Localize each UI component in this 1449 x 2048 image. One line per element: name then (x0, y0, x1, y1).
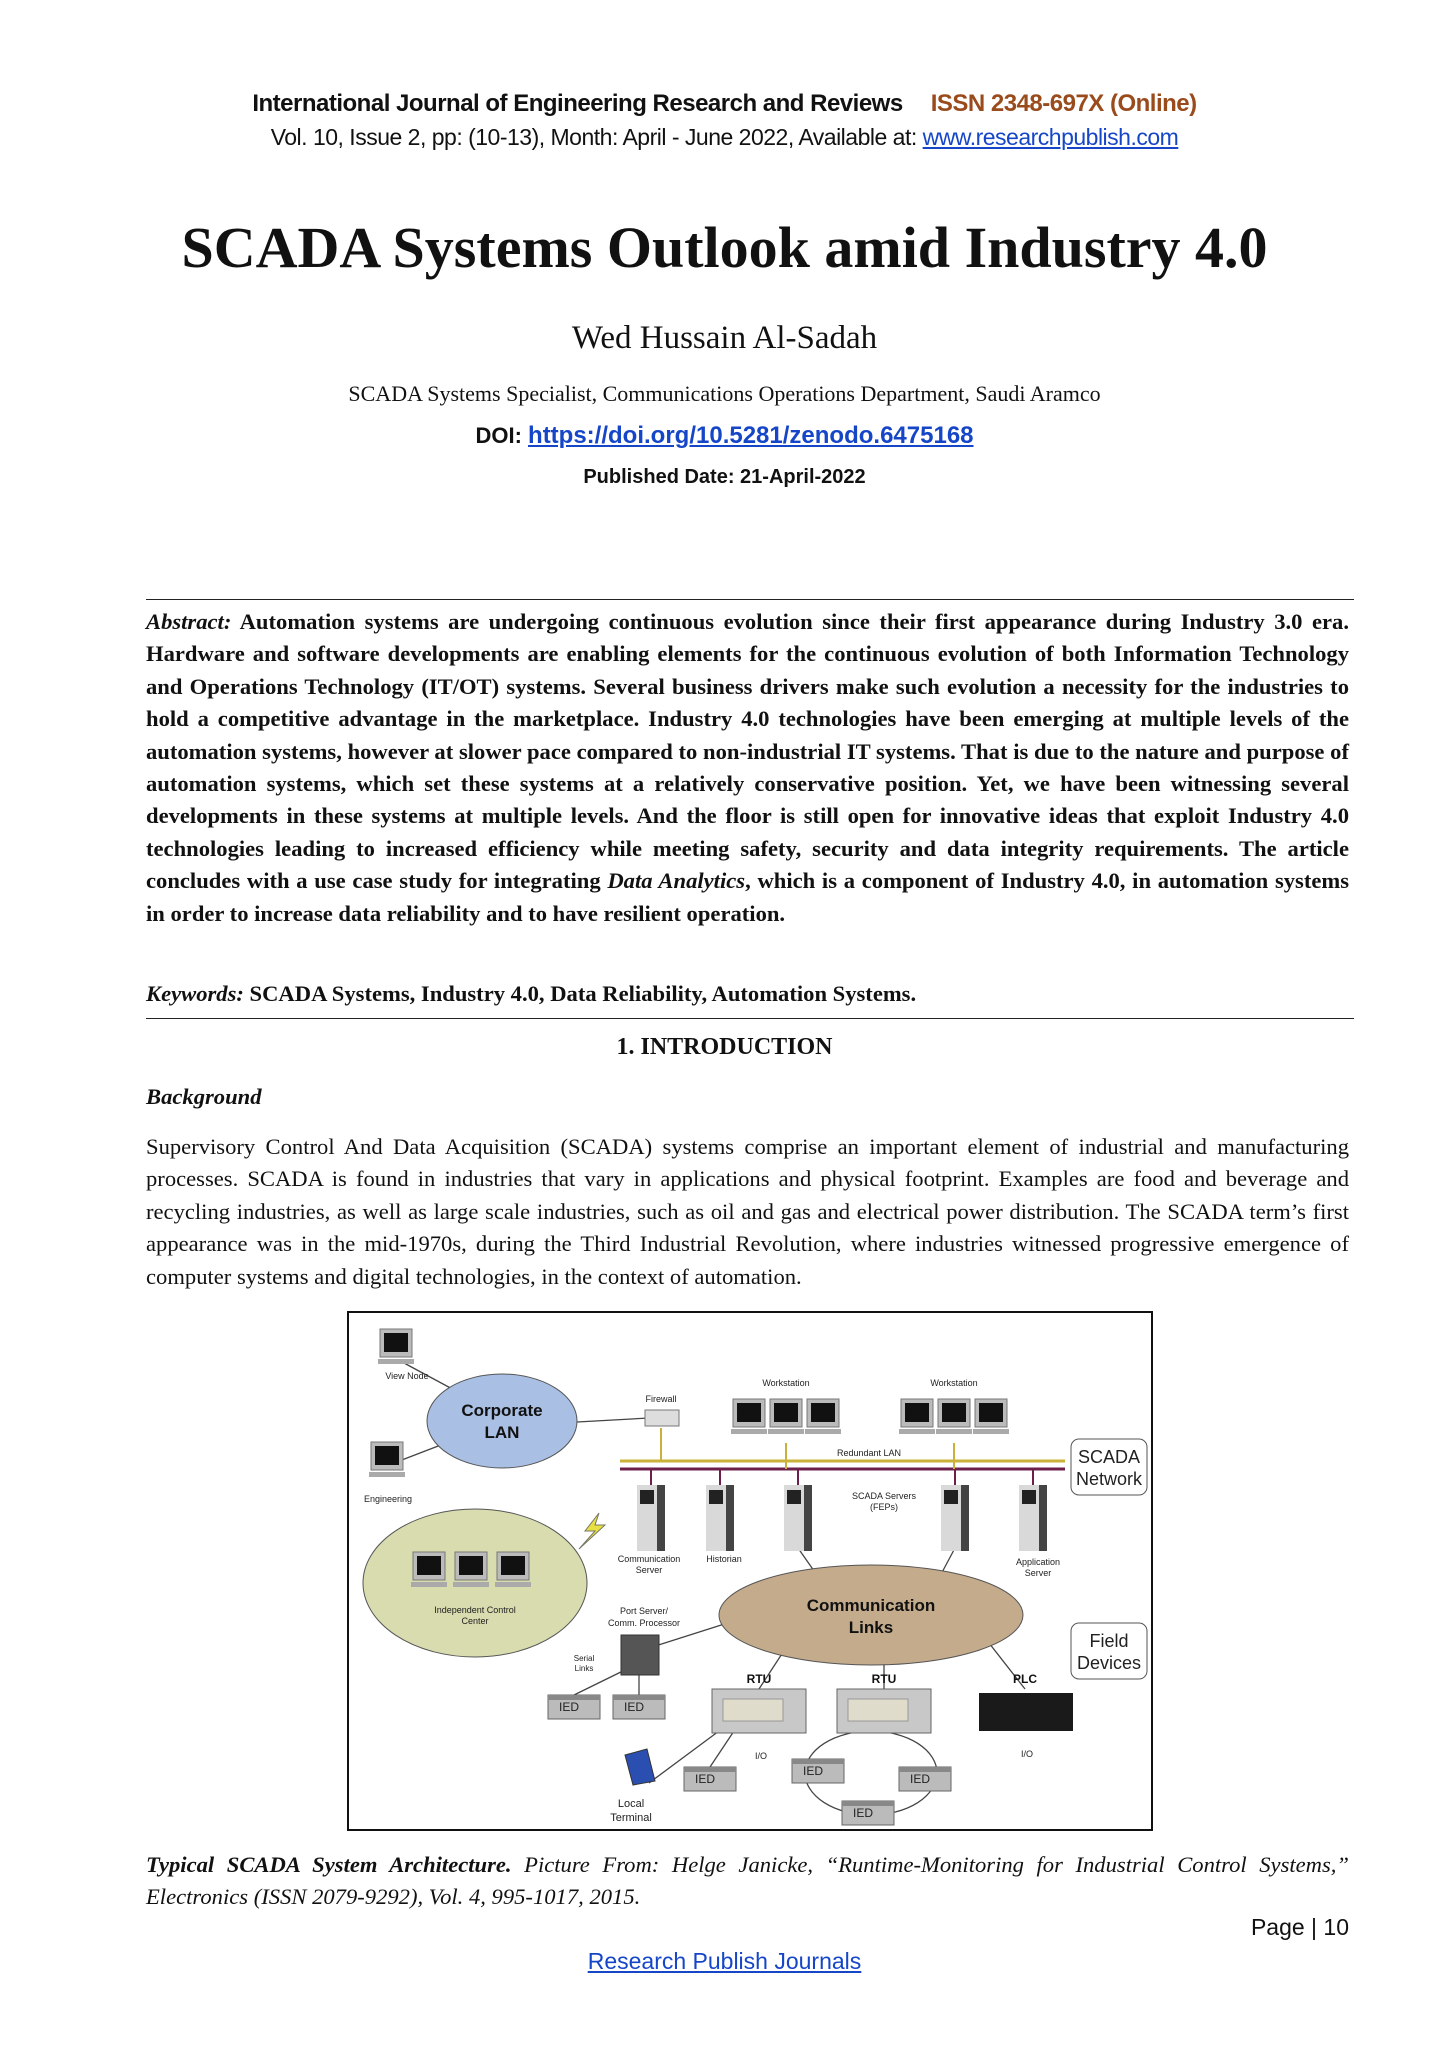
doi-label: DOI: (475, 423, 529, 448)
subsection-heading: Background (146, 1084, 262, 1109)
issue-info: Vol. 10, Issue 2, pp: (10-13), Month: Ap… (0, 124, 1449, 151)
historian-server-icon (706, 1485, 734, 1551)
caption-title: Typical SCADA System Architecture. (146, 1852, 512, 1877)
scada-servers-label: SCADA Servers (852, 1491, 917, 1501)
abstract: Abstract: Automation systems are undergo… (146, 606, 1349, 930)
scada-network-label: SCADA (1078, 1447, 1140, 1467)
website-link[interactable]: www.researchpublish.com (922, 124, 1179, 150)
communication-links-cloud (718, 1564, 1024, 1666)
rtu-label: RTU (747, 1672, 772, 1686)
wireless-link-icon (578, 1512, 607, 1550)
keywords-label: Keywords: (146, 981, 244, 1006)
ied-label: IED (624, 1700, 644, 1714)
communication-links-label: Communication (807, 1596, 935, 1615)
scada-server-icon (941, 1485, 969, 1551)
historian-label: Historian (706, 1554, 742, 1564)
view-node-icon (377, 1328, 415, 1365)
figure-caption: Typical SCADA System Architecture. Pictu… (146, 1849, 1349, 1914)
keywords-text: SCADA Systems, Industry 4.0, Data Reliab… (243, 981, 917, 1006)
engineering-label: Engineering (364, 1494, 412, 1504)
keywords: Keywords: SCADA Systems, Industry 4.0, D… (146, 978, 1349, 1010)
intro-paragraph: Supervisory Control And Data Acquisition… (146, 1134, 1349, 1289)
divider (146, 1018, 1354, 1019)
issue-text: Vol. 10, Issue 2, pp: (10-13), Month: Ap… (270, 124, 923, 150)
scada-server-icon (784, 1485, 812, 1551)
scada-architecture-figure: IED IED IED IED IED IED View Node Engineering… (347, 1311, 1153, 1831)
local-terminal-label: Local (618, 1798, 644, 1810)
application-server-icon (1019, 1485, 1047, 1551)
corporate-lan-label: LAN (485, 1423, 520, 1442)
architecture-diagram: IED IED IED IED IED IED View Node Engineering… (362, 1328, 1148, 1826)
workstation-icon (730, 1398, 842, 1435)
affiliation: SCADA Systems Specialist, Communications… (348, 381, 1101, 406)
abstract-emphasis: Data Analytics (607, 868, 746, 894)
rtu-icon (711, 1688, 807, 1734)
scada-network-box (1070, 1438, 1148, 1496)
ied-label: IED (853, 1806, 873, 1820)
firewall-icon (644, 1409, 680, 1427)
author: Wed Hussain Al-Sadah (571, 320, 878, 356)
page-number: Page | 10 (1250, 1914, 1349, 1940)
ied-label: IED (803, 1764, 823, 1778)
footer: Research Publish Journals (0, 1948, 1449, 1975)
communication-server-label: Server (636, 1565, 663, 1575)
workstation-icon (898, 1398, 1010, 1435)
workstation-label: Workstation (762, 1378, 809, 1388)
port-server-label: Comm. Processor (608, 1618, 680, 1628)
corporate-lan-label: Corporate (461, 1401, 542, 1420)
serial-links-label: Serial (574, 1654, 595, 1663)
plc-icon (979, 1693, 1073, 1731)
paper-title: SCADA Systems Outlook amid Industry 4.0 (181, 215, 1268, 280)
doi: DOI: https://doi.org/10.5281/zenodo.6475… (0, 422, 1449, 450)
port-server-icon (620, 1634, 660, 1676)
workstation-label: Workstation (930, 1378, 977, 1388)
redundant-lan-label: Redundant LAN (837, 1448, 901, 1458)
serial-links-label: Links (575, 1664, 594, 1673)
abstract-text-end: , which is a component of Industry 4.0, … (146, 868, 1349, 926)
ied-label: IED (559, 1700, 579, 1714)
ied-label: IED (910, 1772, 930, 1786)
view-node-label: View Node (385, 1371, 428, 1381)
io-label: I/O (755, 1751, 767, 1761)
abstract-label: Abstract: (146, 609, 232, 634)
port-server-label: Port Server/ (620, 1606, 669, 1616)
issn: ISSN 2348-697X (Online) (930, 90, 1197, 117)
communication-links-label: Links (849, 1618, 893, 1637)
application-server-label: Server (1025, 1568, 1052, 1578)
laptop-icon (624, 1748, 656, 1786)
rtu-icon (836, 1688, 932, 1734)
field-devices-box (1070, 1622, 1148, 1680)
journal-header: International Journal of Engineering Res… (0, 90, 1449, 118)
application-server-label: Application (1016, 1557, 1060, 1567)
communication-server-label: Communication (618, 1554, 681, 1564)
icc-label: Center (461, 1616, 488, 1626)
rtu-label: RTU (872, 1672, 897, 1686)
doi-link[interactable]: https://doi.org/10.5281/zenodo.6475168 (528, 422, 974, 449)
local-terminal-label: Terminal (610, 1812, 652, 1824)
scada-network-label: Network (1076, 1469, 1143, 1489)
plc-label: PLC (1013, 1672, 1037, 1686)
scada-servers-label: (FEPs) (870, 1502, 898, 1512)
io-label: I/O (1021, 1749, 1033, 1759)
field-devices-label: Devices (1077, 1653, 1141, 1673)
abstract-text: Automation systems are undergoing contin… (146, 609, 1349, 894)
communication-server-icon (637, 1485, 665, 1551)
field-devices-label: Field (1089, 1631, 1128, 1651)
section-heading: 1. INTRODUCTION (616, 1034, 833, 1060)
footer-link[interactable]: Research Publish Journals (587, 1948, 862, 1974)
ied-label: IED (695, 1772, 715, 1786)
corporate-lan-cloud (426, 1373, 578, 1469)
engineering-icon (368, 1441, 406, 1478)
caption-text: Picture From: Helge Janicke, “Runtime-Mo… (146, 1852, 1349, 1910)
journal-name: International Journal of Engineering Res… (252, 90, 903, 117)
published-date: Published Date: 21-April-2022 (583, 466, 866, 488)
firewall-label: Firewall (645, 1394, 676, 1404)
divider (146, 599, 1354, 600)
icc-label: Independent Control (434, 1605, 516, 1615)
